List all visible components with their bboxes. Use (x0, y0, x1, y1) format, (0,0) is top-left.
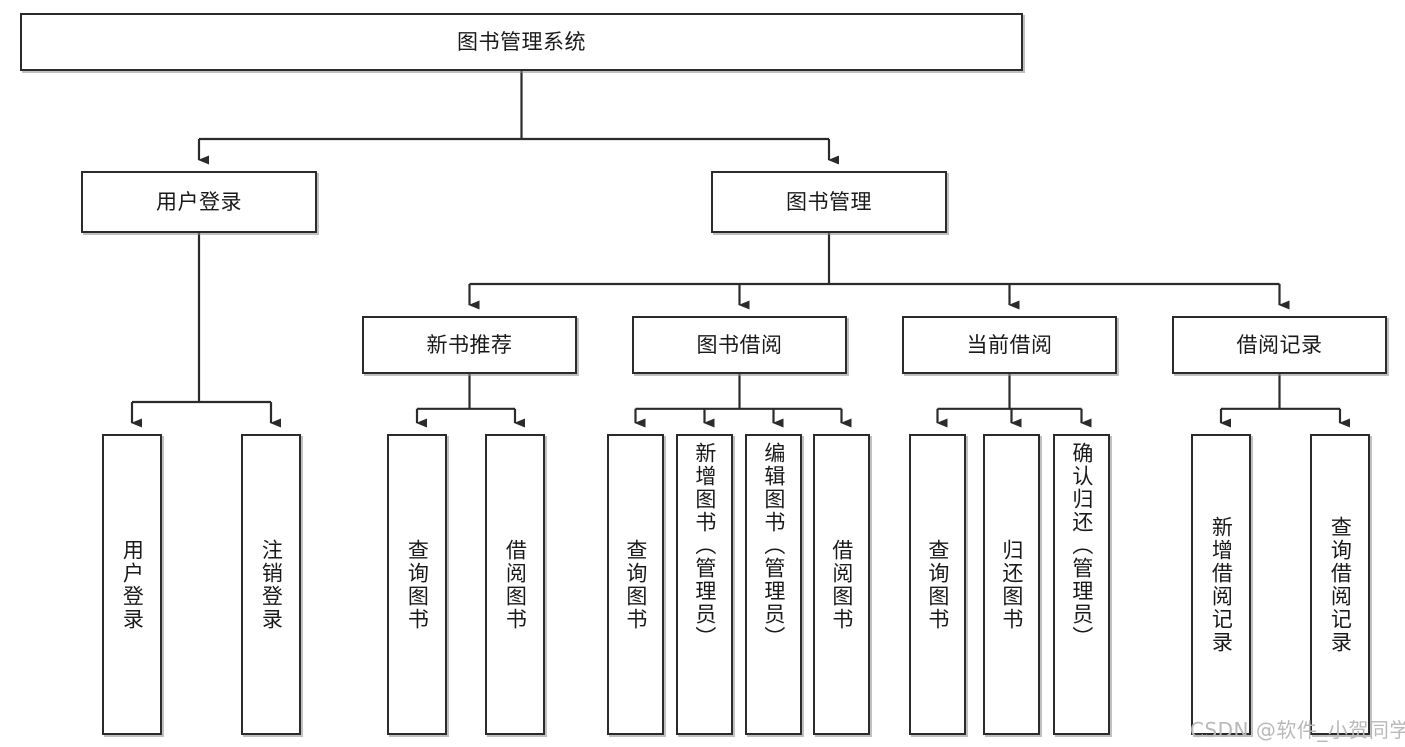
node-label: 注销登录 (259, 538, 284, 631)
node-label: 归还图书 (999, 538, 1024, 631)
leaf-confirm-return-admin[interactable]: 确认归还（管理员） (1053, 434, 1110, 735)
node-label: 新增借阅记录 (1209, 515, 1234, 654)
leaf-edit-book-admin[interactable]: 编辑图书（管理员） (745, 434, 802, 735)
node-label: 新书推荐 (426, 332, 513, 357)
node-borrow-records[interactable]: 借阅记录 (1172, 316, 1387, 374)
node-label: 编辑图书（管理员） (761, 442, 786, 649)
node-label: 图书借阅 (696, 332, 783, 357)
leaf-add-book-admin[interactable]: 新增图书（管理员） (676, 434, 733, 735)
leaf-logout[interactable]: 注销登录 (241, 434, 301, 735)
leaf-user-login[interactable]: 用户登录 (102, 434, 162, 735)
node-label: 查询借阅记录 (1328, 515, 1353, 654)
node-book-borrow[interactable]: 图书借阅 (632, 316, 847, 374)
node-label: 借阅图书 (503, 538, 528, 631)
node-label: 查询图书 (623, 538, 648, 631)
leaf-query-books-recommend[interactable]: 查询图书 (387, 434, 447, 735)
leaf-borrow-books[interactable]: 借阅图书 (813, 434, 870, 735)
node-label: 确认归还（管理员） (1069, 442, 1094, 649)
node-label: 当前借阅 (966, 332, 1053, 357)
node-label: 用户登录 (156, 189, 242, 214)
node-label: 新增图书（管理员） (692, 442, 717, 649)
node-root[interactable]: 图书管理系统 (20, 13, 1023, 71)
node-user-login[interactable]: 用户登录 (81, 171, 317, 233)
node-label: 借阅记录 (1236, 332, 1323, 357)
node-label: 查询图书 (405, 538, 430, 631)
node-label: 图书管理 (786, 189, 872, 214)
node-book-management[interactable]: 图书管理 (711, 171, 947, 233)
node-label: 用户登录 (120, 538, 145, 631)
node-current-borrow[interactable]: 当前借阅 (902, 316, 1117, 374)
node-label: 借阅图书 (829, 538, 854, 631)
node-label: 图书管理系统 (457, 29, 586, 54)
node-label: 查询图书 (925, 538, 950, 631)
leaf-add-borrow-record[interactable]: 新增借阅记录 (1191, 434, 1251, 735)
watermark: CSDN @软件_小贺同学 (1190, 718, 1405, 742)
leaf-return-books[interactable]: 归还图书 (983, 434, 1040, 735)
leaf-query-borrow-record[interactable]: 查询借阅记录 (1310, 434, 1370, 735)
leaf-borrow-books-recommend[interactable]: 借阅图书 (485, 434, 545, 735)
leaf-query-books-current[interactable]: 查询图书 (909, 434, 966, 735)
node-new-book-recommend[interactable]: 新书推荐 (362, 316, 577, 374)
leaf-query-books-borrow[interactable]: 查询图书 (607, 434, 664, 735)
